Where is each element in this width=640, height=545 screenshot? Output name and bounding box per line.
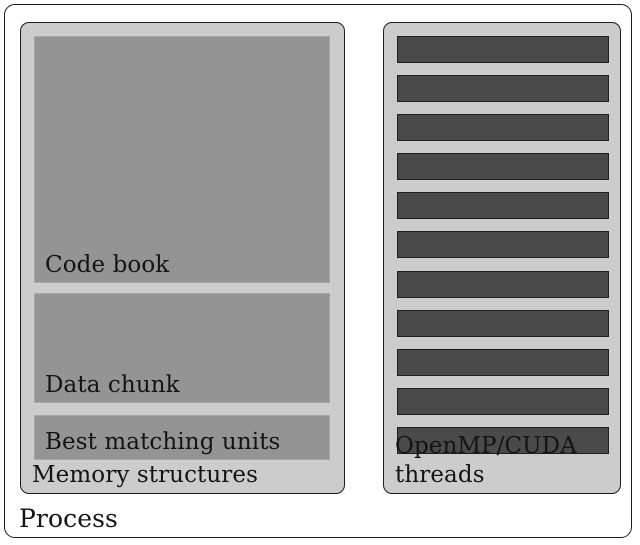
memory-structures-label: Memory structures: [32, 462, 259, 488]
process-label: Process: [19, 504, 118, 533]
thread-bar: [397, 387, 609, 415]
thread-bar-stack: [397, 36, 609, 466]
thread-bar: [397, 114, 609, 142]
code-book-block: Code book: [34, 36, 330, 283]
thread-bar: [397, 309, 609, 337]
thread-bar: [397, 426, 609, 454]
process-container: Code book Data chunk Best matching units…: [4, 4, 632, 538]
best-matching-units-block: Best matching units: [34, 415, 330, 460]
data-chunk-label: Data chunk: [45, 372, 180, 398]
data-chunk-block: Data chunk: [34, 293, 330, 403]
thread-bar: [397, 153, 609, 181]
thread-bar: [397, 75, 609, 103]
thread-bar: [397, 231, 609, 259]
thread-bar: [397, 270, 609, 298]
thread-bar: [397, 192, 609, 220]
thread-bar: [397, 36, 609, 63]
memory-structures-panel: Code book Data chunk Best matching units…: [20, 22, 345, 494]
thread-bar: [397, 348, 609, 376]
threads-panel-label: OpenMP/CUDA threads: [395, 433, 577, 488]
threads-panel: OpenMP/CUDA threads: [383, 22, 621, 494]
best-matching-units-label: Best matching units: [45, 429, 281, 455]
code-book-label: Code book: [45, 252, 170, 278]
